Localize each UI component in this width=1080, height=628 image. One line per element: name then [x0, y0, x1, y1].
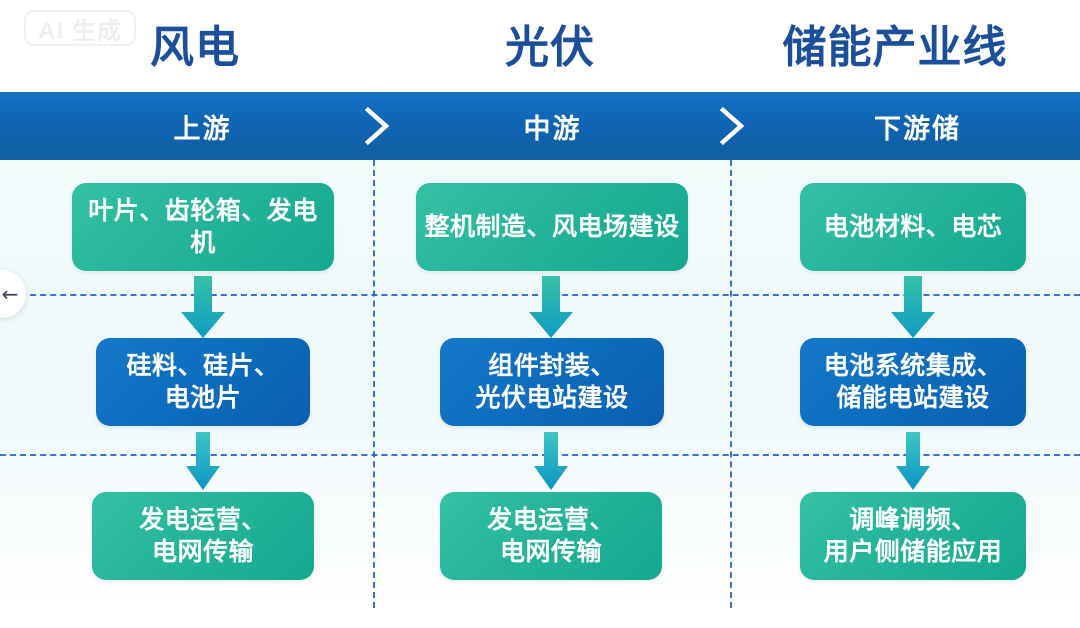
stage-label-midstream: 中游 [523, 113, 582, 144]
node-solar-upstream[interactable]: 整机制造、风电场建设 [416, 183, 688, 271]
arrow-down-icon [534, 432, 568, 490]
arrow-down-icon [529, 276, 573, 338]
stage-header-bar: 上游 中游 下游储 [0, 92, 1080, 160]
node-solar-downstream[interactable]: 发电运营、 电网传输 [440, 492, 662, 580]
stage-label-downstream: 下游储 [874, 113, 961, 144]
column-title-solar: 光伏 [505, 23, 595, 72]
column-title-wind: 风电 [150, 23, 240, 72]
node-wind-downstream[interactable]: 发电运营、 电网传输 [92, 492, 314, 580]
grid-line-vertical [373, 160, 375, 608]
stage-label-upstream: 上游 [173, 113, 232, 144]
ai-generated-watermark: AI 生成 [24, 10, 136, 46]
arrow-down-icon [186, 432, 220, 490]
chevron-right-icon [360, 106, 394, 146]
grid-line-horizontal [0, 294, 1080, 296]
node-wind-upstream[interactable]: 叶片、齿轮箱、发电机 [72, 183, 334, 271]
grid-line-horizontal [0, 454, 1080, 456]
diagram-body: 叶片、齿轮箱、发电机 整机制造、风电场建设 电池材料、电芯 [0, 160, 1080, 608]
node-storage-upstream[interactable]: 电池材料、电芯 [800, 183, 1026, 271]
back-arrow-glyph: ← [1, 282, 19, 306]
arrow-down-icon [181, 276, 225, 338]
node-solar-midstream[interactable]: 组件封装、 光伏电站建设 [440, 338, 664, 426]
chevron-right-icon [715, 106, 749, 146]
column-title-storage: 储能产业线 [782, 23, 1008, 72]
node-wind-midstream[interactable]: 硅料、硅片、 电池片 [96, 338, 310, 426]
arrow-down-icon [891, 276, 935, 338]
title-row: AI 生成 风电 光伏 储能产业线 [0, 0, 1080, 90]
arrow-down-icon [896, 432, 930, 490]
node-storage-midstream[interactable]: 电池系统集成、 储能电站建设 [800, 338, 1026, 426]
grid-line-vertical [730, 160, 732, 608]
node-storage-downstream[interactable]: 调峰调频、 用户侧储能应用 [800, 492, 1026, 580]
